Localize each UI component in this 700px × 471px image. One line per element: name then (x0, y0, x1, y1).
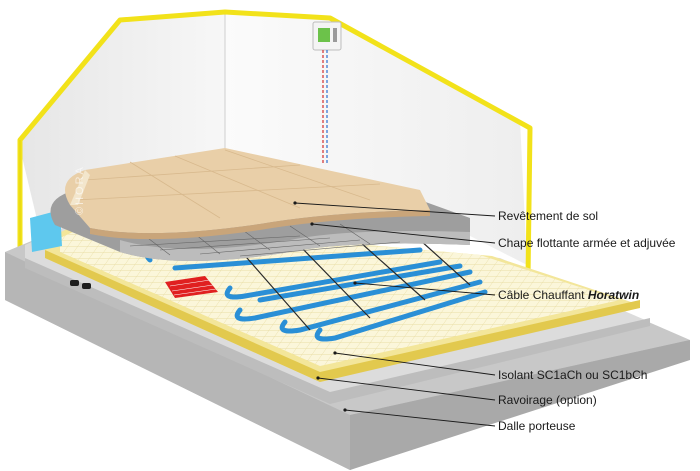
cable-crossbars (239, 239, 471, 331)
leader-dots (293, 201, 357, 412)
watermark: ©HORA (74, 165, 86, 215)
label-cable-prefix: Câble Chauffant (498, 288, 588, 302)
floor-tiles (65, 148, 430, 240)
label-ravoirage: Ravoirage (option) (498, 393, 597, 407)
cable-connectors (70, 280, 91, 289)
heating-grid (169, 279, 217, 296)
label-isolant: Isolant SC1aCh ou SC1bCh (498, 368, 648, 382)
label-cable-brand: Horatwin (587, 288, 640, 302)
heating-zone (165, 276, 218, 298)
label-dalle: Dalle porteuse (498, 419, 576, 433)
label-chape: Chape flottante armée et adjuvée (498, 236, 676, 250)
label-revetement: Revêtement de sol (498, 209, 599, 223)
label-cable: Câble Chauffant Horatwin (498, 288, 639, 302)
leader-lines (294, 202, 496, 427)
thermostat-icon (312, 21, 342, 165)
